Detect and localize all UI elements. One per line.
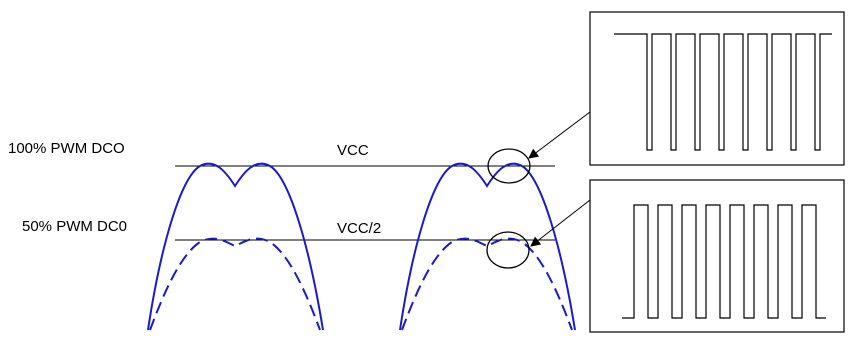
left-solid-waveform — [147, 162, 324, 331]
inset-top-pwm-signal — [614, 33, 832, 151]
right-solid-waveform — [399, 162, 576, 331]
arrow-top — [528, 111, 591, 159]
label-50-pwm: 50% PWM DC0 — [22, 218, 127, 235]
highlight-ellipse-bottom — [486, 231, 530, 269]
inset-bottom-pwm-signal — [622, 204, 826, 319]
left-dashed-waveform — [149, 237, 321, 331]
label-vcc-half: VCC/2 — [337, 220, 381, 237]
arrow-bottom — [530, 199, 591, 247]
label-vcc: VCC — [337, 142, 369, 159]
label-100-pwm: 100% PWM DCO — [8, 140, 125, 157]
inset-top-box — [589, 11, 845, 166]
inset-bottom-box — [589, 179, 845, 333]
highlight-ellipse-top — [487, 148, 531, 184]
